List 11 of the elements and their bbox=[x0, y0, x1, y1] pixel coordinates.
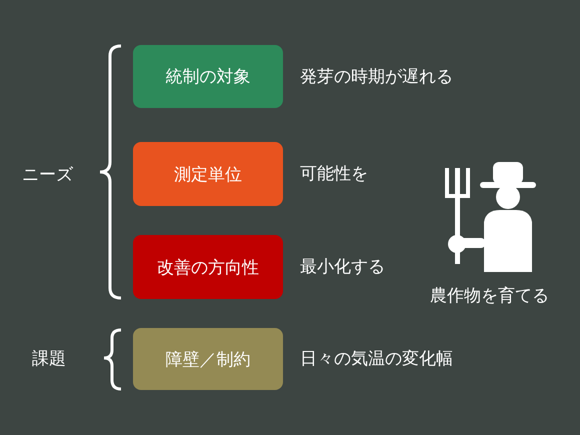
side-text: 発芽の時期が遅れる bbox=[300, 66, 453, 88]
caption: 農作物を育てる bbox=[430, 285, 549, 307]
process-box: 測定単位 bbox=[133, 142, 283, 206]
process-box: 統制の対象 bbox=[133, 45, 283, 108]
process-box: 障壁／制約 bbox=[133, 328, 283, 390]
group-label: ニーズ bbox=[22, 164, 73, 186]
side-text: 日々の気温の変化幅 bbox=[300, 348, 453, 370]
process-box: 改善の方向性 bbox=[133, 235, 283, 299]
side-text: 可能性を bbox=[300, 163, 368, 185]
group-label: 課題 bbox=[32, 348, 66, 370]
side-text: 最小化する bbox=[300, 256, 385, 278]
